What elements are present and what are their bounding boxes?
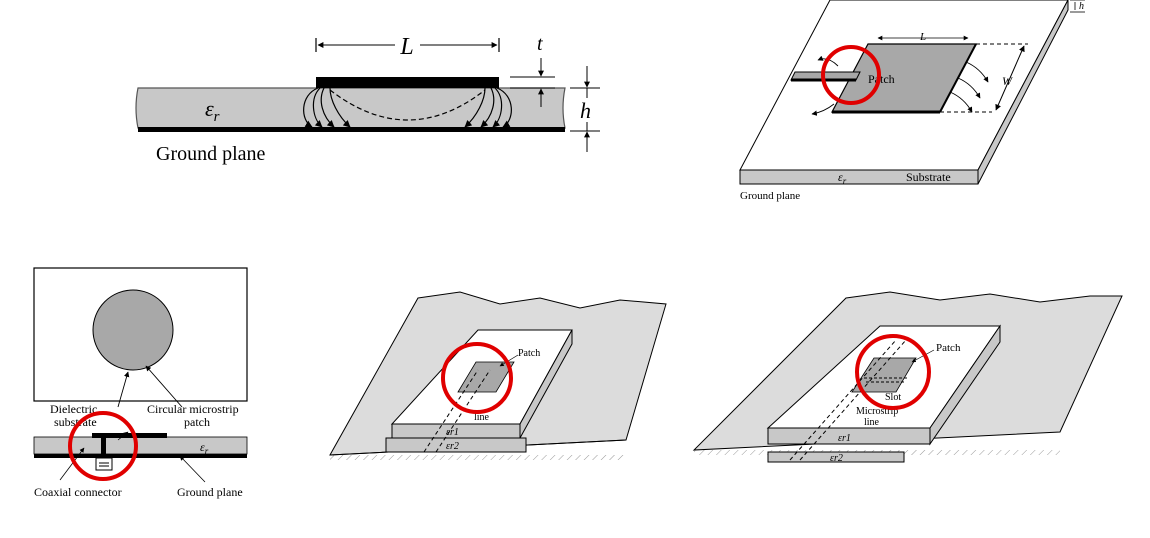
slot-label-5: Slot — [885, 392, 901, 403]
circular-microstrip-label: Circular microstrip — [147, 402, 239, 416]
dim-L2-label: L — [919, 31, 926, 43]
diagram-aperture-coupled: Patch Slot Microstrip line εr1 εr2 — [692, 291, 1123, 464]
dim-L-label: L — [399, 34, 413, 60]
highlight-circle-feed — [821, 45, 881, 105]
probe-pin — [101, 436, 106, 460]
lower-substrate-front — [385, 437, 527, 453]
dim-h2-label: h — [1079, 1, 1084, 12]
highlight-circle-patch — [441, 342, 513, 414]
ground-plane-side — [34, 454, 247, 458]
patch-label-4: Patch — [518, 348, 540, 359]
line-label-5: line — [864, 417, 880, 428]
substrate-layer — [135, 87, 566, 129]
substrate-label: Substrate — [906, 170, 951, 184]
patch-field-arrows — [811, 55, 989, 116]
er2-label-4: εr2 — [446, 441, 459, 452]
epsilon-label: εr — [205, 96, 220, 125]
epsilon-r-label-3: εr — [200, 440, 209, 456]
circular-patch-top — [92, 289, 174, 371]
substrate-front-face — [739, 169, 979, 185]
ground-plane-label: Ground plane — [156, 143, 266, 165]
epsilon-r-label: εr — [838, 170, 847, 186]
patch-label: Patch — [868, 72, 895, 86]
highlight-circle-slot — [855, 334, 931, 410]
patch-4 — [457, 361, 515, 393]
fringing-field-lines — [303, 87, 512, 128]
er2-label-5: εr2 — [830, 453, 843, 464]
er1-label-5: εr1 — [838, 433, 851, 444]
upper-substrate-right — [519, 329, 573, 439]
ground-plane-label-2: Ground plane — [740, 190, 800, 202]
dielectric-label: Dielectric — [50, 402, 97, 416]
diagram-side-view: L t h εr Ground plane — [135, 33, 600, 165]
dim-h-label: h — [580, 98, 591, 123]
upper-substrate-right-5 — [929, 324, 1001, 446]
microstrip-label-5: Microstrip — [856, 406, 898, 417]
diagram-inset-fed-patch: W L h Patch εr Substrate Ground plane — [739, 0, 1085, 202]
ground-plane-label-3: Ground plane — [177, 485, 243, 499]
highlight-circle-probe — [68, 411, 138, 481]
coax-body — [95, 457, 113, 471]
patch-label-5: Patch — [936, 342, 961, 354]
diagram-circular-patch: Dielectric substrate Circular microstrip… — [33, 267, 248, 499]
dim-W-label: W — [1002, 74, 1013, 88]
er1-label-4: εr1 — [446, 427, 459, 438]
dim-t-label: t — [537, 33, 543, 55]
patch-strip — [316, 77, 499, 88]
lower-substrate-front-5 — [767, 451, 905, 463]
coaxial-connector-label: Coaxial connector — [34, 485, 122, 499]
line-label-4: line — [474, 412, 490, 423]
diagram-proximity-coupled: Patch line εr1 εr2 — [329, 291, 667, 460]
patch-label-3: patch — [184, 415, 210, 429]
substrate-side — [33, 436, 248, 455]
circular-patch-side — [92, 433, 167, 438]
ground-plane-strip — [138, 127, 565, 132]
